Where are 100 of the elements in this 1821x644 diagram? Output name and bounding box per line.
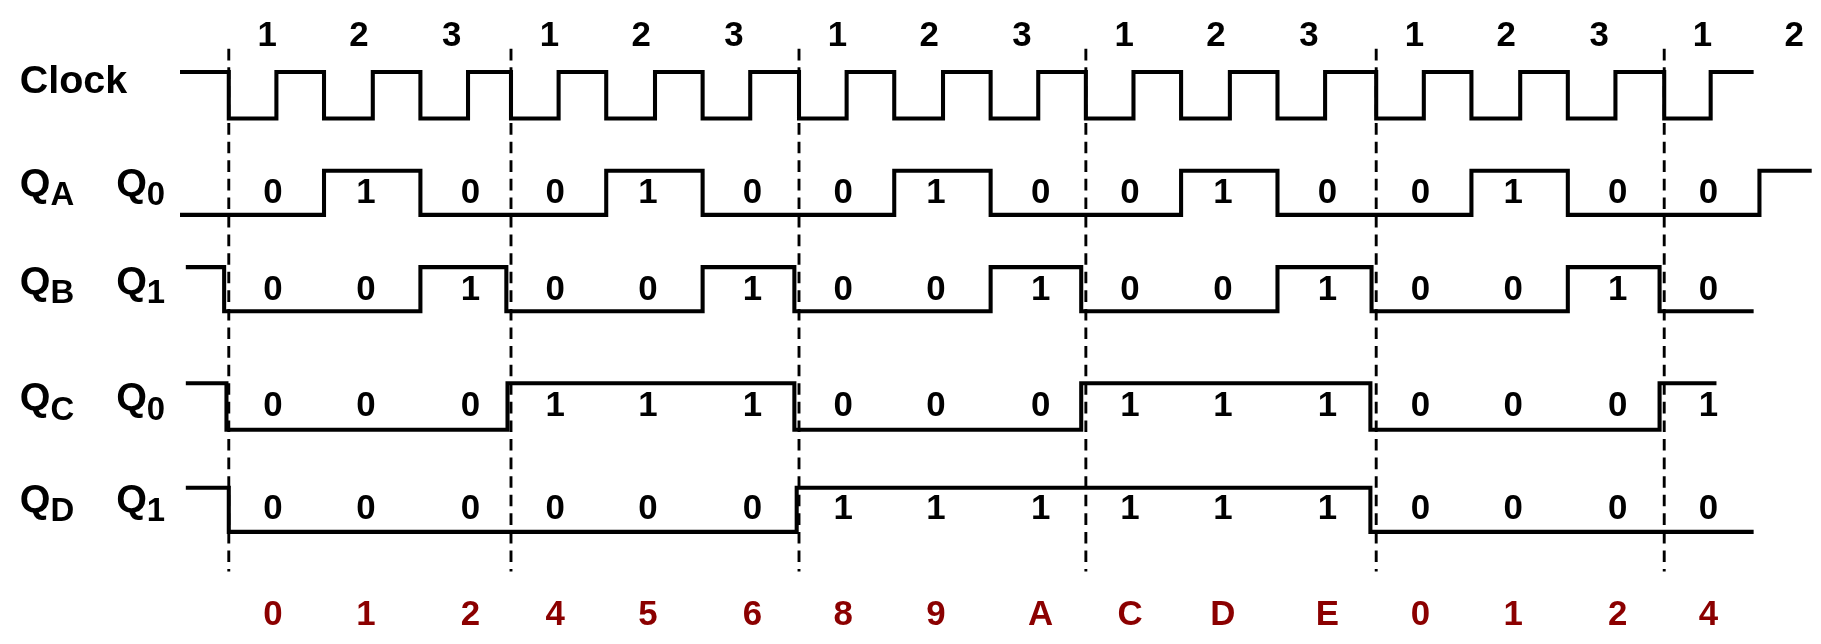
bit-value: 1 xyxy=(1317,386,1338,422)
bit-value: 0 xyxy=(1120,174,1140,210)
cycle-number: 1 xyxy=(257,17,277,53)
cycle-number: 1 xyxy=(1114,17,1134,53)
cycle-number: 3 xyxy=(442,17,462,53)
bit-value: 0 xyxy=(1698,174,1719,210)
hex-value: 0 xyxy=(263,595,283,631)
bit-value: 0 xyxy=(356,386,376,422)
cycle-number: 1 xyxy=(1692,17,1713,53)
bit-value: 0 xyxy=(1120,270,1140,306)
cycle-number: 2 xyxy=(1206,17,1226,53)
cycle-number: 3 xyxy=(1589,17,1609,53)
bit-value: 0 xyxy=(545,490,565,525)
signal-label: Q$_{C}$ xyxy=(19,376,75,425)
bit-value: 1 xyxy=(1608,270,1628,306)
bit-value: 0 xyxy=(545,174,565,210)
clock-label: Clock xyxy=(19,59,128,99)
bit-value: 0 xyxy=(460,490,481,525)
cycle-number: 2 xyxy=(1784,17,1804,53)
signal-label: Q$_{B}$ xyxy=(19,260,75,309)
cycle-number: 2 xyxy=(919,17,939,53)
hex-value: 9 xyxy=(926,595,946,631)
bit-value: 1 xyxy=(1120,490,1140,525)
bit-value: 0 xyxy=(638,270,658,306)
bit-value: 0 xyxy=(1503,270,1523,306)
hex-value: C xyxy=(1117,595,1143,631)
bit-value: 0 xyxy=(1503,386,1523,422)
bit-value: 0 xyxy=(1608,490,1628,525)
bit-value: 0 xyxy=(1698,490,1719,525)
bit-value: 0 xyxy=(833,174,853,210)
hex-value: 4 xyxy=(545,595,565,631)
bit-value: 1 xyxy=(833,490,853,525)
cycle-number: 2 xyxy=(1496,17,1516,53)
bit-value: 0 xyxy=(1698,270,1719,306)
bit-value: 0 xyxy=(1410,270,1430,306)
bit-value: 0 xyxy=(1317,174,1338,210)
bit-value: 0 xyxy=(1608,386,1628,422)
bit-value: 0 xyxy=(356,490,376,525)
bit-value: 0 xyxy=(742,490,763,525)
bit-value: 1 xyxy=(638,386,658,422)
cycle-number: 1 xyxy=(1404,17,1425,53)
bit-value: 0 xyxy=(1503,490,1523,525)
bit-value: 0 xyxy=(545,270,565,306)
bit-value: 0 xyxy=(1608,174,1628,210)
bit-value: 0 xyxy=(1410,386,1430,422)
signal-label: Q$_{0}$ xyxy=(116,161,166,210)
hex-value: D xyxy=(1210,595,1236,631)
hex-value: E xyxy=(1315,595,1340,631)
cycle-number: 2 xyxy=(631,17,651,53)
bit-value: 1 xyxy=(1213,174,1233,210)
bit-value: 1 xyxy=(460,270,481,306)
bit-value: 1 xyxy=(1213,386,1233,422)
bit-value: 1 xyxy=(1317,270,1338,306)
signal-label: Q$_{D}$ xyxy=(19,477,75,526)
bit-value: 1 xyxy=(742,386,763,422)
bit-value: 0 xyxy=(1410,174,1430,210)
bit-value: 0 xyxy=(460,174,481,210)
cycle-number: 2 xyxy=(349,17,369,53)
bit-value: 0 xyxy=(1030,386,1051,422)
hex-value: 0 xyxy=(1410,595,1430,631)
signal-label: Q$_{0}$ xyxy=(116,376,166,425)
cycle-number: 3 xyxy=(1012,17,1032,53)
bit-value: 0 xyxy=(926,386,946,422)
bit-value: 1 xyxy=(1317,490,1338,525)
cycle-number: 1 xyxy=(539,17,559,53)
bit-value: 0 xyxy=(263,490,283,525)
bit-value: 0 xyxy=(833,270,853,306)
hex-value: 2 xyxy=(1608,595,1628,631)
bit-value: 1 xyxy=(1503,174,1523,210)
bit-value: 0 xyxy=(263,386,283,422)
bit-value: 1 xyxy=(1698,386,1719,422)
signal-label: Q$_{1}$ xyxy=(116,477,166,526)
bit-value: 1 xyxy=(742,270,763,306)
hex-value: 1 xyxy=(356,595,376,631)
bit-value: 1 xyxy=(638,174,658,210)
hex-value: 5 xyxy=(638,595,658,631)
hex-value: A xyxy=(1028,595,1054,631)
bit-value: 1 xyxy=(926,490,946,525)
bit-value: 1 xyxy=(1120,386,1140,422)
bit-value: 0 xyxy=(1030,174,1051,210)
bit-value: 1 xyxy=(926,174,946,210)
bit-value: 0 xyxy=(263,270,283,306)
cycle-number: 1 xyxy=(827,17,847,53)
bit-value: 1 xyxy=(356,174,376,210)
signal-label: Q$_{A}$ xyxy=(19,161,75,210)
cycle-number: 3 xyxy=(1299,17,1319,53)
hex-value: 6 xyxy=(742,595,763,631)
bit-value: 0 xyxy=(460,386,481,422)
bit-value: 0 xyxy=(742,174,763,210)
bit-value: 0 xyxy=(833,386,853,422)
hex-value: 1 xyxy=(1503,595,1523,631)
bit-value: 0 xyxy=(638,490,658,525)
cycle-number: 3 xyxy=(724,17,744,53)
bit-value: 1 xyxy=(1030,270,1051,306)
bit-value: 0 xyxy=(926,270,946,306)
hex-value: 8 xyxy=(833,595,853,631)
bit-value: 1 xyxy=(1213,490,1233,525)
bit-value: 0 xyxy=(1213,270,1233,306)
bit-value: 0 xyxy=(263,174,283,210)
hex-value: 2 xyxy=(460,595,481,631)
